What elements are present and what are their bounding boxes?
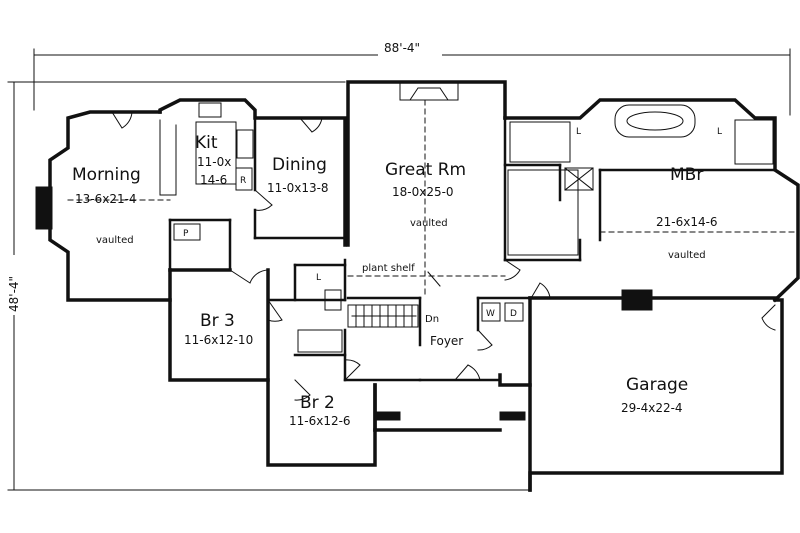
master-vanity-right bbox=[734, 119, 774, 165]
room-label-kitchen: Kit 11-0x 14-6 bbox=[195, 133, 231, 187]
linen-mbath-left-label: L bbox=[576, 127, 581, 137]
kitchen-island bbox=[195, 121, 237, 185]
room-label-morning: Morning 13-6x21-4 vaulted bbox=[72, 165, 141, 246]
interior-walls bbox=[168, 116, 777, 382]
room-label-garage: Garage 29-4x22-4 bbox=[621, 375, 688, 415]
great-size: 18-0x25-0 bbox=[392, 185, 454, 199]
foyer-name: Foyer bbox=[430, 334, 463, 348]
br2-name: Br 2 bbox=[300, 393, 335, 413]
morning-name: Morning bbox=[72, 165, 141, 185]
master-toilet bbox=[564, 167, 594, 191]
laundry-washer bbox=[481, 302, 501, 322]
dining-size: 11-0x13-8 bbox=[267, 181, 329, 195]
kitchen-range bbox=[198, 102, 222, 118]
plant-shelf-label: plant shelf bbox=[362, 263, 415, 274]
mbr-size: 21-6x14-6 bbox=[656, 215, 718, 229]
room-label-master-bedroom: MBr 21-6x14-6 vaulted bbox=[656, 165, 718, 261]
master-closet bbox=[507, 169, 579, 256]
door-swing bbox=[254, 189, 273, 211]
morning-size: 13-6x21-4 bbox=[75, 192, 137, 206]
morning-fireplace bbox=[35, 186, 53, 230]
morning-note: vaulted bbox=[96, 235, 134, 246]
mbr-name: MBr bbox=[670, 165, 703, 185]
great-note: vaulted bbox=[410, 218, 448, 229]
kit-size-a: 11-0x bbox=[197, 155, 231, 169]
overall-width-label: 88'-4" bbox=[384, 41, 420, 55]
garage-name: Garage bbox=[626, 375, 688, 395]
overall-depth-label: 48'-4" bbox=[7, 276, 21, 312]
stairs bbox=[347, 304, 419, 328]
room-label-bedroom-2: Br 2 11-6x12-6 bbox=[289, 393, 351, 428]
great-name: Great Rm bbox=[385, 160, 466, 180]
dishwasher bbox=[236, 129, 254, 159]
br2-size: 11-6x12-6 bbox=[289, 414, 351, 428]
kit-size-b: 14-6 bbox=[200, 173, 227, 187]
kitchen-counter bbox=[159, 119, 177, 196]
room-label-great-room: Great Rm 18-0x25-0 vaulted bbox=[385, 160, 466, 229]
hall-tub bbox=[297, 329, 343, 353]
stairs-down-label: Dn bbox=[425, 314, 439, 325]
kit-name: Kit bbox=[195, 133, 218, 153]
linen-hall-label: L bbox=[316, 273, 321, 283]
washer-label: W bbox=[486, 309, 495, 319]
garage-column bbox=[621, 289, 653, 311]
pantry-box bbox=[173, 223, 201, 241]
porch-bar-left bbox=[374, 411, 401, 421]
mbr-note: vaulted bbox=[668, 250, 706, 261]
refrigerator-box bbox=[235, 167, 253, 191]
exterior-walls bbox=[48, 80, 800, 492]
hall-toilet bbox=[324, 289, 342, 311]
room-label-dining: Dining 11-0x13-8 bbox=[267, 155, 329, 195]
garage-size: 29-4x22-4 bbox=[621, 401, 683, 415]
plant-shelf-leader bbox=[427, 271, 441, 287]
dining-name: Dining bbox=[272, 155, 327, 175]
master-vanity-left bbox=[509, 121, 571, 163]
br3-name: Br 3 bbox=[200, 311, 235, 331]
pantry-label: P bbox=[183, 229, 189, 239]
br3-size: 11-6x12-10 bbox=[184, 333, 253, 347]
master-tub bbox=[614, 104, 696, 138]
laundry-dryer bbox=[504, 302, 524, 322]
linen-mbath-right-label: L bbox=[717, 127, 722, 137]
vault-lines bbox=[67, 99, 799, 299]
porch-bar-right bbox=[499, 411, 526, 421]
room-label-bedroom-3: Br 3 11-6x12-10 bbox=[184, 311, 253, 347]
room-label-foyer: Foyer bbox=[430, 334, 463, 348]
refrigerator-label: R bbox=[240, 176, 246, 186]
great-room-fireplace bbox=[399, 81, 459, 101]
dryer-label: D bbox=[510, 309, 517, 319]
